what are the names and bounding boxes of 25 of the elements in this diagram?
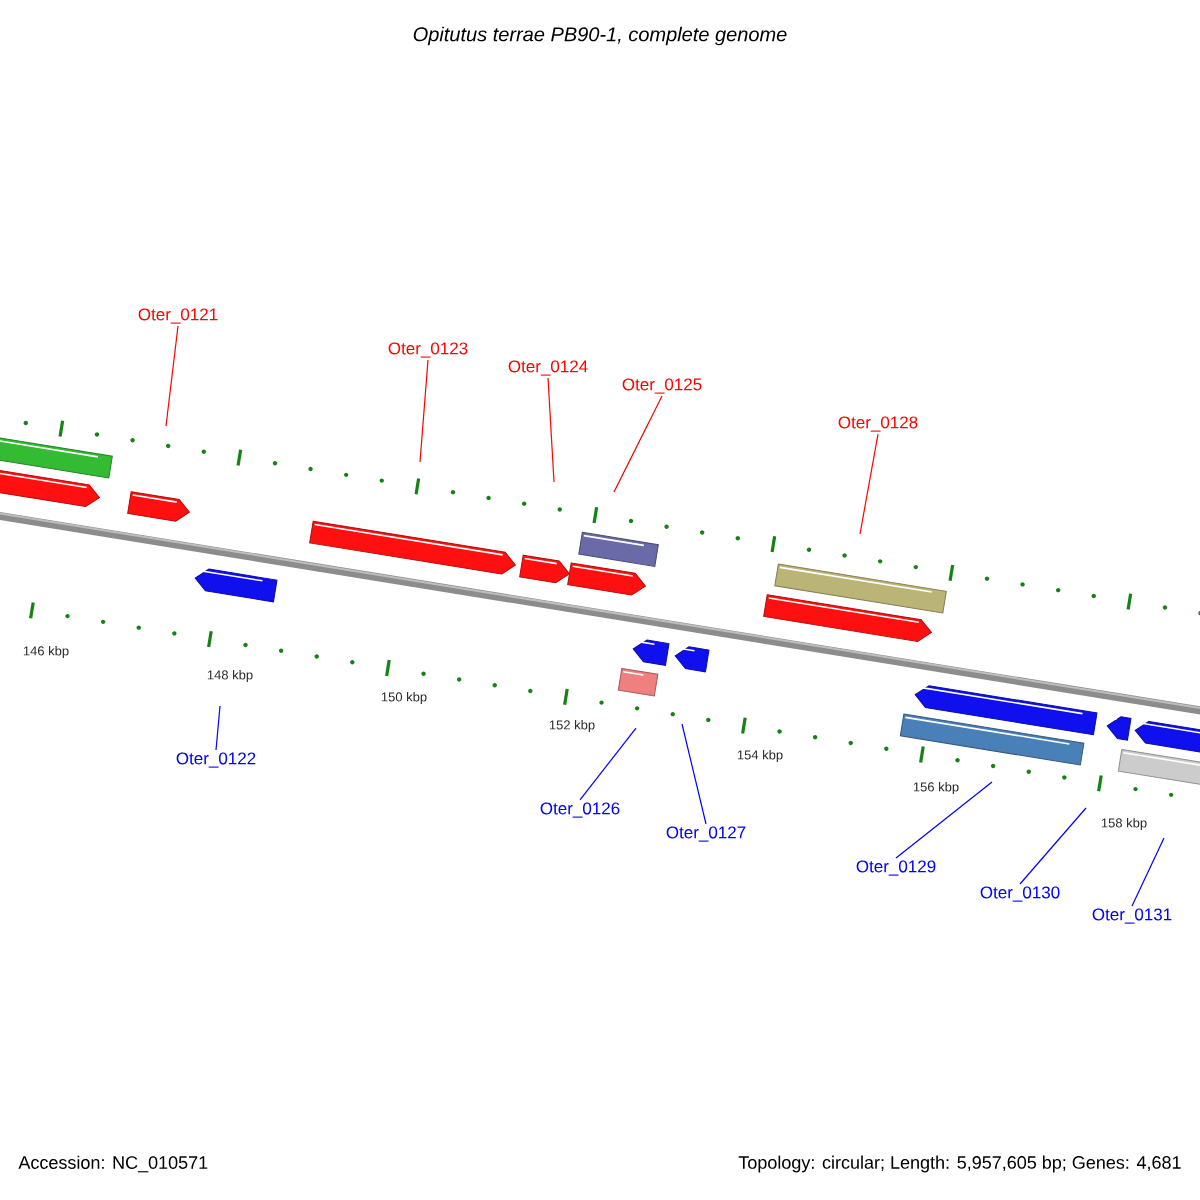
leader-line [547,377,555,483]
leader-line [215,705,221,751]
leader-line [419,359,429,463]
gene-label: Oter_0130 [980,886,1060,902]
gene-label: Oter_0131 [1092,908,1172,924]
leader-line [1131,837,1165,907]
gene-label: Oter_0128 [838,416,918,432]
leader-line [579,727,637,801]
leader-line [681,723,707,825]
gene-label: Oter_0123 [388,342,468,358]
leader-line [165,325,179,427]
leader-line [1019,807,1087,885]
gene-label: Oter_0125 [622,378,702,394]
title: Opitutus terrae PB90-1, complete genome [413,26,787,46]
gene-label: Oter_0126 [540,802,620,818]
gene-label: Oter_0122 [176,752,256,768]
leader-line [859,433,879,535]
leader-line [613,395,663,493]
gene-label: Oter_0127 [666,826,746,842]
gene-label: Oter_0124 [508,360,588,376]
genome-info-text: Topology: circular; Length: 5,957,605 bp; Genes: 4,681 [738,1155,1181,1173]
leader-line [895,781,993,859]
gene-label: Oter_0129 [856,860,936,876]
gene-label: Oter_0121 [138,308,218,324]
accession-text: Accession: NC_010571 [18,1155,208,1173]
